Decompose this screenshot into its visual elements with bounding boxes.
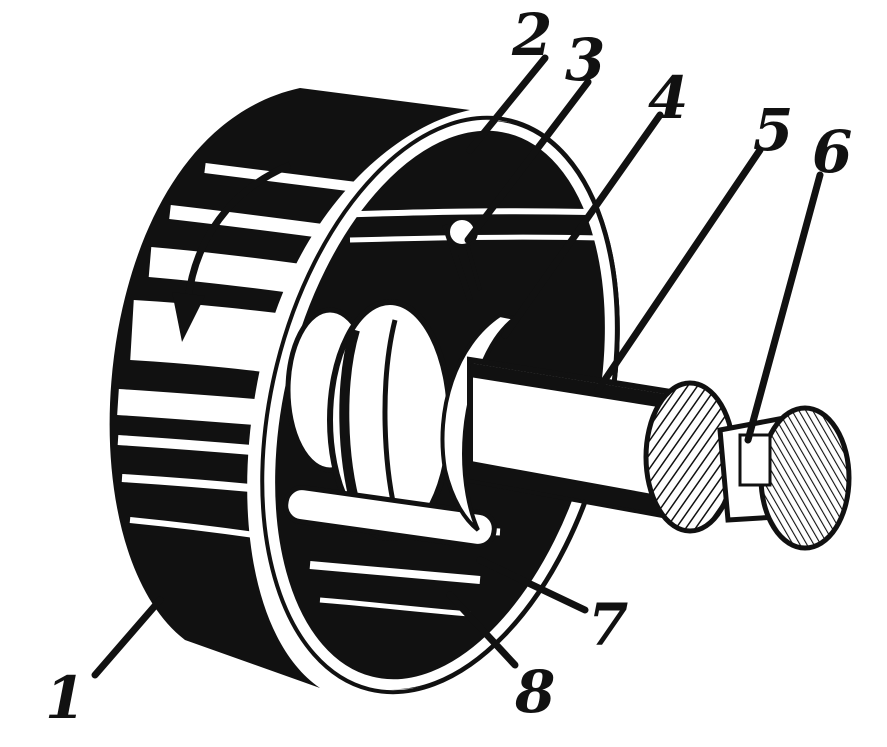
shaft — [467, 356, 737, 534]
cavity-stripe — [329, 208, 591, 218]
key-slot — [738, 433, 772, 487]
rotation-arrow-head — [172, 292, 205, 342]
label-5: 5 — [753, 96, 793, 164]
leader-4 — [501, 111, 664, 339]
rotation-arrow — [184, 161, 292, 301]
leader-3 — [464, 78, 592, 244]
callout-labels: 1 2 3 4 5 6 7 8 — [45, 1, 852, 732]
label-1: 1 — [45, 664, 85, 732]
label-6: 6 — [812, 118, 852, 186]
leader-8 — [446, 591, 519, 669]
key-end-hatched — [758, 405, 852, 551]
bottom-roller — [283, 485, 497, 549]
cavity-stripe — [319, 597, 471, 617]
label-8: 8 — [514, 658, 555, 726]
drum-stripe — [204, 163, 381, 195]
cavity-stripe — [309, 561, 481, 584]
label-7: 7 — [588, 591, 628, 659]
leader-7 — [476, 556, 589, 614]
shaft-shade-top — [468, 363, 692, 412]
leader-5 — [594, 146, 764, 394]
label-3: 3 — [565, 26, 605, 94]
roller-assembly — [283, 216, 497, 549]
leader-lines — [91, 54, 824, 679]
label-2: 2 — [511, 1, 552, 69]
drum-stripe — [130, 300, 304, 376]
leader-6 — [744, 171, 824, 444]
leader-2 — [466, 54, 549, 154]
drum-body — [109, 88, 471, 688]
drum-stripe — [117, 389, 282, 427]
leader-1 — [91, 596, 164, 679]
drum-stripe — [129, 517, 276, 541]
drum-stripe — [121, 474, 273, 494]
shaft-end — [717, 405, 852, 551]
crescent-cam — [440, 312, 520, 532]
label-4: 4 — [648, 64, 688, 132]
drum-stripe — [117, 435, 276, 457]
